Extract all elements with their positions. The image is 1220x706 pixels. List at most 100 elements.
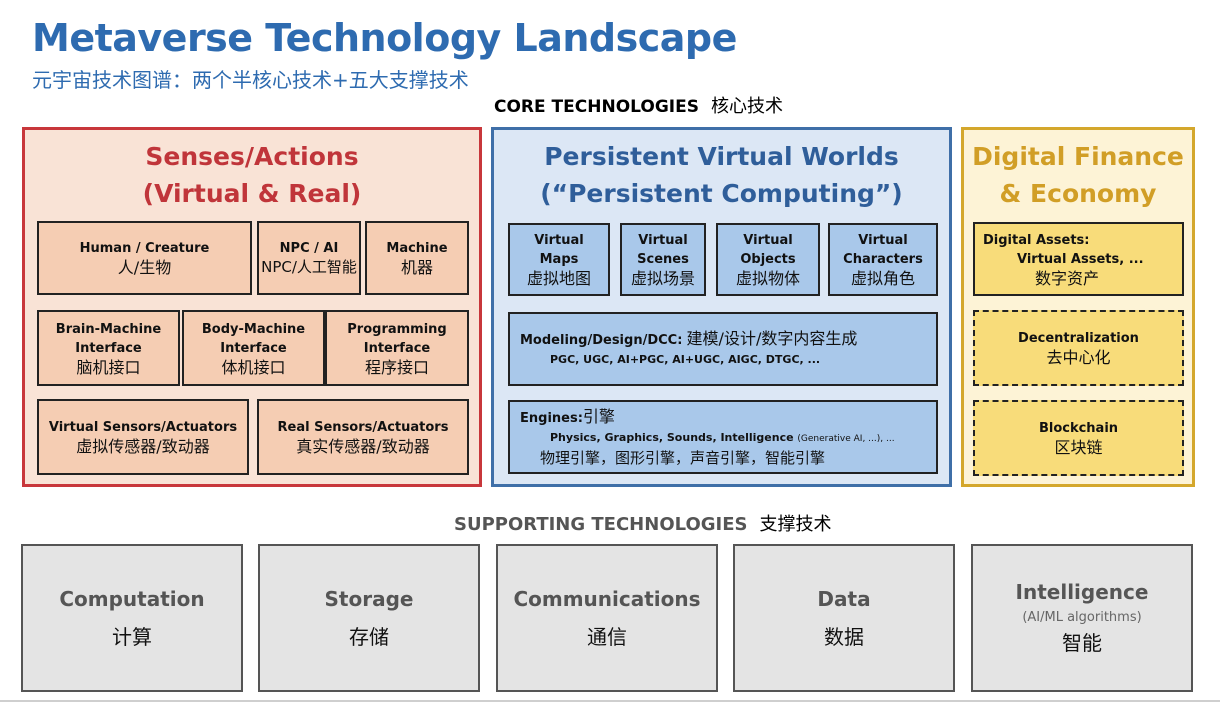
box-label-en: Virtual [534, 233, 584, 248]
box-label-cn: 体机接口 [221, 357, 286, 377]
support-label-en: Intelligence [1015, 580, 1149, 604]
finance-title-line1: Digital Finance [972, 142, 1184, 171]
virtual-scenes-box: Virtual Scenes 虚拟场景 [620, 223, 706, 296]
intelligence-box: Intelligence (AI/ML algorithms) 智能 [971, 544, 1193, 692]
storage-box: Storage 存储 [258, 544, 480, 692]
box-label-en2: Scenes [637, 252, 689, 267]
senses-panel-title: Senses/Actions (Virtual & Real) [25, 138, 479, 212]
worlds-title-line2: (“Persistent Computing”) [540, 179, 903, 208]
brain-machine-interface-box: Brain-Machine Interface 脑机接口 [37, 310, 180, 386]
engines-detail-line: Physics, Graphics, Sounds, Intelligence … [520, 428, 895, 449]
worlds-panel-title: Persistent Virtual Worlds (“Persistent C… [494, 138, 949, 212]
box-label-en: Real Sensors/Actuators [277, 420, 449, 435]
core-label-en: CORE TECHNOLOGIES [494, 97, 699, 117]
box-label-en2: Maps [539, 252, 579, 267]
modeling-detail: PGC, UGC, AI+PGC, AI+UGC, AIGC, DTGC, ..… [550, 353, 821, 366]
support-label-note: (AI/ML algorithms) [1022, 610, 1142, 625]
support-label-en: Communications [513, 586, 701, 611]
blockchain-box: Blockchain 区块链 [973, 400, 1184, 476]
body-machine-interface-box: Body-Machine Interface 体机接口 [182, 310, 325, 386]
virtual-objects-box: Virtual Objects 虚拟物体 [716, 223, 820, 296]
modeling-design-dcc-box: Modeling/Design/DCC: 建模/设计/数字内容生成 PGC, U… [508, 312, 938, 386]
box-label-en: NPC / AI [279, 241, 339, 256]
supporting-label-cn: 支撑技术 [759, 514, 832, 535]
box-label-cn: 真实传感器/致动器 [296, 437, 430, 456]
box-label-en: Brain-Machine [55, 321, 162, 337]
engines-box: Engines:引擎 Physics, Graphics, Sounds, In… [508, 400, 938, 474]
senses-title-line2: (Virtual & Real) [142, 179, 362, 208]
box-label-en: Programming [347, 321, 447, 337]
communications-box: Communications 通信 [496, 544, 718, 692]
box-label-cn: 脑机接口 [76, 357, 141, 377]
senses-actions-panel: Senses/Actions (Virtual & Real) Human / … [22, 127, 482, 487]
bottom-divider [0, 700, 1220, 702]
engines-detail-cn: 物理引擎，图形引擎，声音引擎，智能引擎 [540, 448, 826, 467]
page-subtitle: 元宇宙技术图谱：两个半核心技术+五大支撑技术 [32, 68, 469, 92]
box-label-en2: Interface [75, 340, 142, 356]
support-label-cn: 计算 [112, 624, 152, 649]
engines-detail-note: (Generative AI, ...), ... [797, 433, 895, 444]
box-label-cn: 程序接口 [364, 357, 429, 377]
worlds-title-line1: Persistent Virtual Worlds [544, 142, 899, 171]
box-label-cn: 虚拟传感器/致动器 [76, 437, 210, 456]
box-label-en2: Characters [843, 252, 923, 267]
box-label-cn: 虚拟角色 [850, 269, 915, 288]
box-label-cn: 去中心化 [1046, 348, 1111, 367]
virtual-characters-box: Virtual Characters 虚拟角色 [828, 223, 938, 296]
programming-interface-box: Programming Interface 程序接口 [325, 310, 469, 386]
box-label-en: Machine [386, 241, 448, 256]
support-label-cn: 数据 [824, 624, 864, 649]
support-label-cn: 通信 [587, 624, 627, 649]
box-label-en: Virtual [858, 233, 908, 248]
box-label-en2: Objects [740, 252, 796, 267]
box-label-en: Decentralization [1018, 331, 1139, 346]
npc-ai-box: NPC / AI NPC/人工智能 [257, 221, 361, 295]
box-label-en: Virtual [638, 233, 688, 248]
digital-assets-box: Digital Assets: Virtual Assets, ... 数字资产 [973, 222, 1184, 296]
support-label-en: Computation [59, 586, 205, 611]
box-label-cn: 虚拟场景 [630, 269, 695, 288]
supporting-label-en: SUPPORTING TECHNOLOGIES [454, 514, 748, 535]
finance-panel-title: Digital Finance & Economy [964, 138, 1192, 212]
engines-detail: Physics, Graphics, Sounds, Intelligence [550, 430, 794, 444]
virtual-sensors-actuators-box: Virtual Sensors/Actuators 虚拟传感器/致动器 [37, 399, 249, 475]
machine-box: Machine 机器 [365, 221, 469, 295]
engines-header: Engines:引擎 [520, 407, 615, 428]
box-label-cn: 区块链 [1054, 438, 1103, 457]
box-label-cn: 人/生物 [117, 258, 172, 277]
computation-box: Computation 计算 [21, 544, 243, 692]
modeling-label-cn: 建模/设计/数字内容生成 [686, 329, 858, 348]
engines-label: Engines: [520, 410, 583, 426]
support-label-en: Data [817, 586, 871, 611]
box-label-en2: Interface [363, 340, 431, 356]
decentralization-box: Decentralization 去中心化 [973, 310, 1184, 386]
virtual-maps-box: Virtual Maps 虚拟地图 [508, 223, 610, 296]
persistent-virtual-worlds-panel: Persistent Virtual Worlds (“Persistent C… [491, 127, 952, 487]
box-label-cn: 数字资产 [1035, 268, 1100, 288]
modeling-header: Modeling/Design/DCC: 建模/设计/数字内容生成 [520, 329, 857, 350]
digital-finance-panel: Digital Finance & Economy Digital Assets… [961, 127, 1195, 487]
supporting-technologies-label: SUPPORTING TECHNOLOGIES 支撑技术 [454, 510, 831, 536]
senses-title-line1: Senses/Actions [145, 142, 359, 171]
engines-label-cn: 引擎 [582, 406, 615, 426]
human-creature-box: Human / Creature 人/生物 [37, 221, 252, 295]
support-label-cn: 智能 [1062, 631, 1102, 655]
box-label-en2: Interface [220, 340, 287, 356]
box-label-en: Body-Machine [201, 321, 306, 337]
box-label-en: Human / Creature [79, 241, 210, 256]
box-label-cn: 虚拟物体 [735, 269, 800, 288]
box-label-en: Blockchain [1038, 421, 1119, 436]
box-label-en2: Virtual Assets, ... [1017, 251, 1144, 267]
core-technologies-label: CORE TECHNOLOGIES 核心技术 [494, 92, 783, 118]
box-label-en: Digital Assets: [983, 232, 1090, 248]
support-label-en: Storage [324, 586, 414, 611]
box-label-cn: 机器 [400, 258, 433, 277]
finance-title-line2: & Economy [999, 179, 1157, 208]
core-label-cn: 核心技术 [710, 96, 783, 117]
modeling-label: Modeling/Design/DCC: [520, 333, 683, 348]
box-label-en: Virtual Sensors/Actuators [48, 420, 238, 435]
support-label-cn: 存储 [349, 624, 389, 649]
page-title: Metaverse Technology Landscape [32, 16, 737, 60]
box-label-en: Virtual [743, 233, 793, 248]
data-box: Data 数据 [733, 544, 955, 692]
